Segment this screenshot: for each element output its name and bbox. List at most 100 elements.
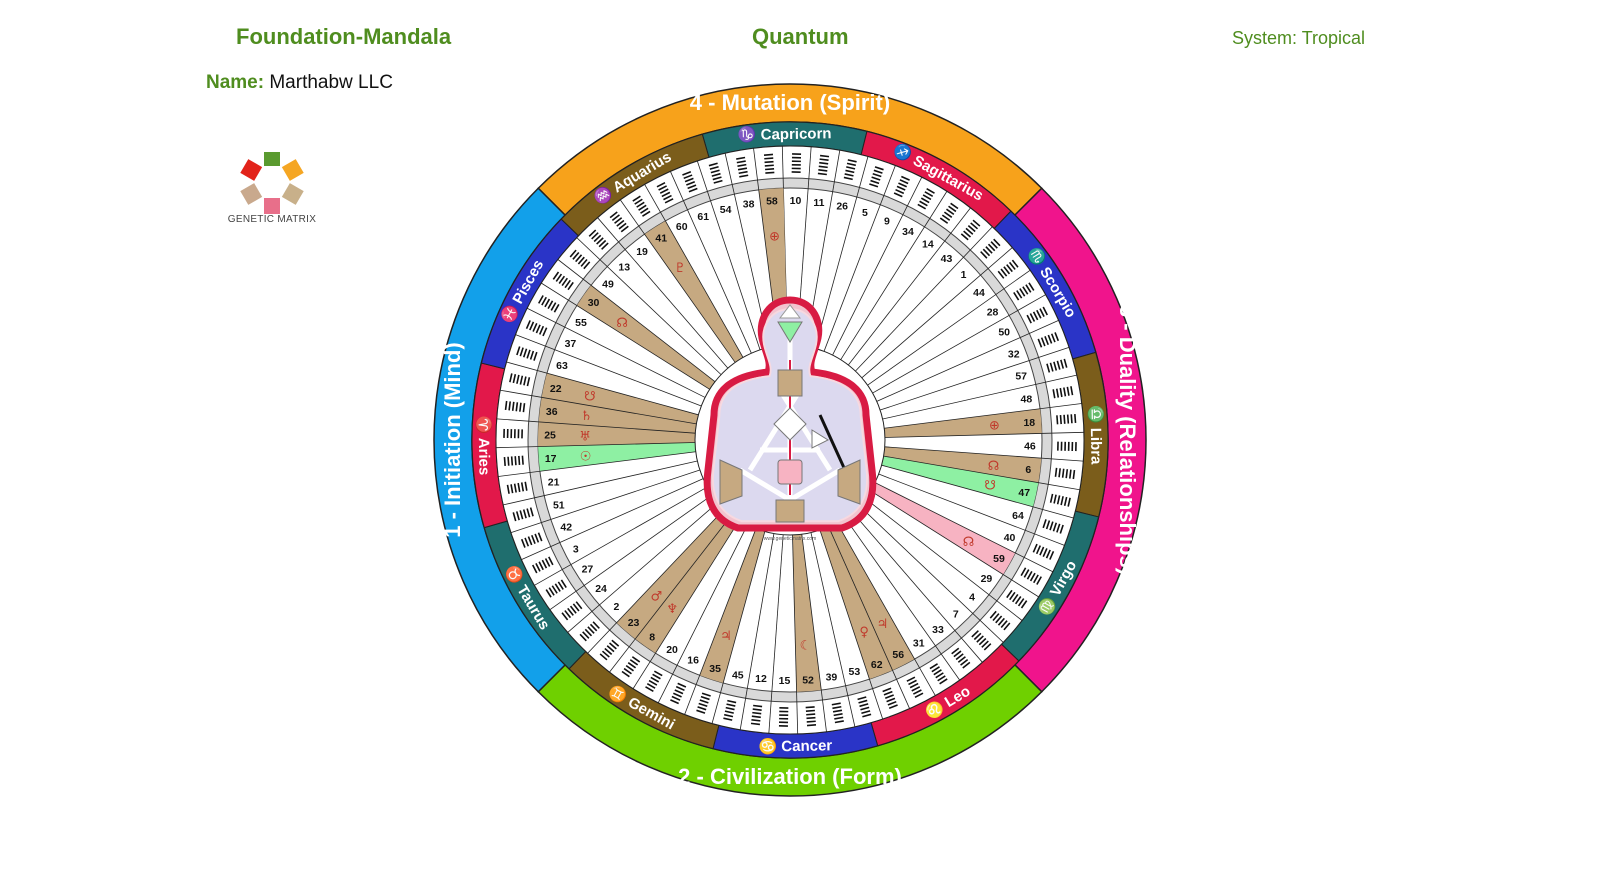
planet-glyph-icon: ☊ <box>963 535 975 550</box>
gate-highlight <box>699 528 765 683</box>
gate-highlight <box>576 285 716 390</box>
gate-number: 42 <box>560 522 572 534</box>
gate-number: 35 <box>709 663 721 675</box>
gate-number: 9 <box>884 215 890 227</box>
system-label: System: Tropical <box>1232 28 1366 48</box>
gate-number: 41 <box>655 232 667 244</box>
planet-glyph-icon: ⊕ <box>989 419 1000 434</box>
planet-glyph-icon: ☊ <box>988 459 1000 474</box>
quarter-label: 3 - Duality (Relationships) <box>1115 305 1140 575</box>
gate-number: 39 <box>826 671 838 683</box>
gate-highlight <box>616 508 732 639</box>
gate-number: 27 <box>582 564 594 576</box>
gate-number: 56 <box>892 649 904 661</box>
gate-number: 14 <box>922 239 934 251</box>
gate-number: 13 <box>618 261 630 273</box>
bodygraph-footer: www.geneticmatrix.com <box>764 536 817 542</box>
gate-number: 6 <box>1025 464 1031 476</box>
gate-number: 36 <box>546 406 558 418</box>
gate-number: 43 <box>941 253 953 265</box>
gate-highlight <box>538 442 696 472</box>
gate-number: 10 <box>790 195 802 207</box>
gate-highlight <box>819 526 893 680</box>
planet-glyph-icon: ♀ <box>859 625 869 640</box>
sign-label: ♋ Cancer <box>758 736 832 755</box>
planet-glyph-icon: ☊ <box>616 316 628 331</box>
gate-number: 64 <box>1012 510 1024 522</box>
gate-number: 7 <box>953 609 959 621</box>
quarter-label: 2 - Civilization (Form) <box>678 764 902 789</box>
planet-glyph-icon: ♄ <box>581 409 593 424</box>
gate-number: 26 <box>836 201 848 213</box>
gate-number: 54 <box>720 204 732 216</box>
gate-number: 31 <box>913 638 925 650</box>
gate-highlight <box>883 446 1042 483</box>
gate-number: 29 <box>981 573 993 585</box>
gate-number: 3 <box>573 543 579 555</box>
gate-number: 24 <box>595 583 607 595</box>
planet-glyph-icon: ♂ <box>651 589 663 604</box>
gate-number: 45 <box>732 669 744 681</box>
gate-number: 61 <box>697 211 709 223</box>
gate-number: 53 <box>849 666 861 678</box>
gate-number: 60 <box>676 221 688 233</box>
gate-number: 2 <box>614 601 620 613</box>
gate-number: 57 <box>1015 371 1027 383</box>
gate-number: 34 <box>902 226 914 238</box>
genetic-matrix-logo-icon <box>240 152 304 214</box>
gate-number: 23 <box>628 617 640 629</box>
gate-number: 46 <box>1024 440 1036 452</box>
planet-glyph-icon: ♃ <box>877 617 889 632</box>
gate-number: 32 <box>1008 348 1020 360</box>
gate-number: 48 <box>1021 394 1033 406</box>
gate-number: 63 <box>556 360 568 372</box>
name-value: Marthabw LLC <box>269 72 393 93</box>
gate-number: 33 <box>932 624 944 636</box>
gate-number: 20 <box>666 644 678 656</box>
gate-number: 1 <box>961 269 967 281</box>
gate-number: 47 <box>1018 487 1030 499</box>
gate-highlight <box>828 522 915 671</box>
planet-glyph-icon: ☋ <box>584 389 596 404</box>
gate-number: 49 <box>602 279 614 291</box>
planet-glyph-icon: ♆ <box>666 602 678 617</box>
center-head <box>778 304 802 319</box>
sign-label: ♎ Libra <box>1086 405 1105 465</box>
logo-segment <box>281 183 304 205</box>
quarter-label: 1 - Initiation (Mind) <box>440 342 465 538</box>
gate-number: 44 <box>973 287 985 299</box>
gate-number: 50 <box>998 327 1010 339</box>
logo-segment <box>281 159 304 181</box>
planet-glyph-icon: ⊕ <box>769 230 780 245</box>
gate-number: 12 <box>755 673 767 685</box>
center-ajna <box>777 321 803 343</box>
center-heart <box>811 429 830 449</box>
planet-glyph-icon: ♇ <box>674 261 686 276</box>
gate-highlight <box>538 397 697 434</box>
gate-number: 19 <box>636 246 648 258</box>
center-sacral <box>777 459 803 485</box>
planet-glyph-icon: ☾ <box>800 638 812 653</box>
center-spleen <box>719 459 743 505</box>
planet-glyph-icon: ♅ <box>579 429 591 444</box>
center-solar-plexus <box>837 459 861 505</box>
gate-number: 59 <box>993 553 1005 565</box>
gate-number: 4 <box>969 591 975 603</box>
gate-highlight <box>644 220 744 363</box>
gate-number: 25 <box>544 430 556 442</box>
gate-number: 30 <box>588 297 600 309</box>
gate-number: 52 <box>802 674 814 686</box>
gate-number: 15 <box>779 675 791 687</box>
gate-highlight <box>870 482 1016 575</box>
gate-highlight <box>635 514 740 654</box>
planet-glyph-icon: ♃ <box>720 629 732 644</box>
sign-label: ♑ Capricorn <box>738 124 832 144</box>
gate-number: 38 <box>743 199 755 211</box>
gate-number: 37 <box>565 338 577 350</box>
gate-highlight <box>792 534 822 692</box>
gate-number: 16 <box>687 655 699 667</box>
logo-segment <box>240 159 263 181</box>
quarter-label: 4 - Mutation (Spirit) <box>690 90 890 115</box>
gate-highlight <box>884 408 1042 438</box>
